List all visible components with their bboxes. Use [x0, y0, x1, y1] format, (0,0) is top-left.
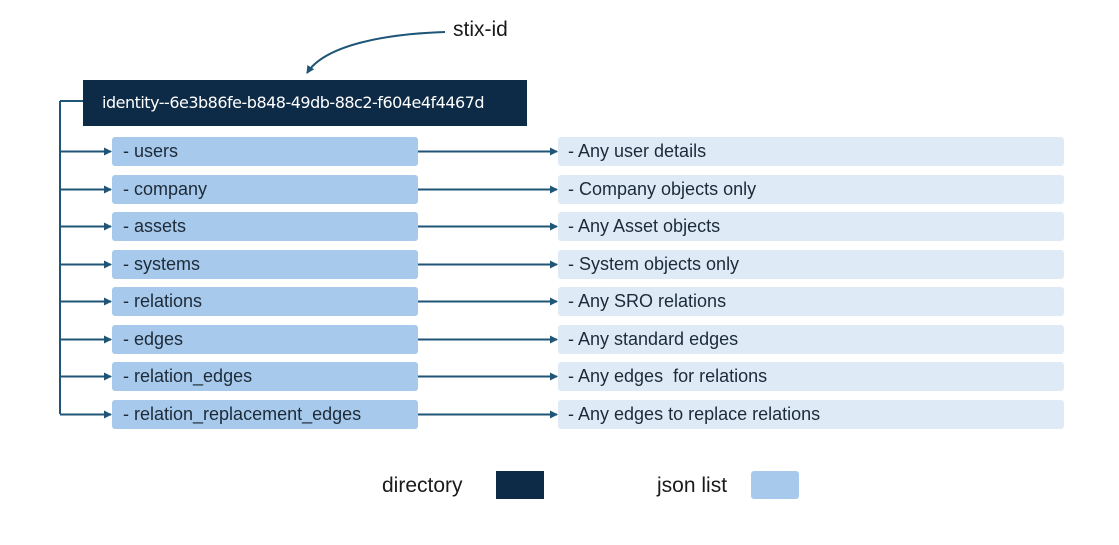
json-list-edges: - edges [112, 325, 418, 354]
description-relation-replacement-edges: - Any edges to replace relations [558, 400, 1064, 429]
json-list-relation-replacement-edges: - relation_replacement_edges [112, 400, 418, 429]
legend-directory-swatch [496, 471, 544, 499]
description-edges: - Any standard edges [558, 325, 1064, 354]
json-list-systems: - systems [112, 250, 418, 279]
description-systems: - System objects only [558, 250, 1064, 279]
description-assets: - Any Asset objects [558, 212, 1064, 241]
description-relation-edges: - Any edges for relations [558, 362, 1064, 391]
stix-id-label: stix-id [453, 18, 508, 41]
root-directory-node: identity--6e3b86fe-b848-49db-88c2-f604e4… [83, 80, 527, 126]
json-list-relations: - relations [112, 287, 418, 316]
json-list-relation-edges: - relation_edges [112, 362, 418, 391]
description-users: - Any user details [558, 137, 1064, 166]
legend-json-list-swatch [751, 471, 799, 499]
legend-json-list-label: json list [657, 474, 728, 497]
json-list-assets: - assets [112, 212, 418, 241]
json-list-users: - users [112, 137, 418, 166]
stix-id-arrow [306, 31, 446, 74]
description-relations: - Any SRO relations [558, 287, 1064, 316]
json-list-company: - company [112, 175, 418, 204]
legend-directory-label: directory [382, 474, 463, 497]
description-company: - Company objects only [558, 175, 1064, 204]
branch-connectors [60, 147, 558, 419]
